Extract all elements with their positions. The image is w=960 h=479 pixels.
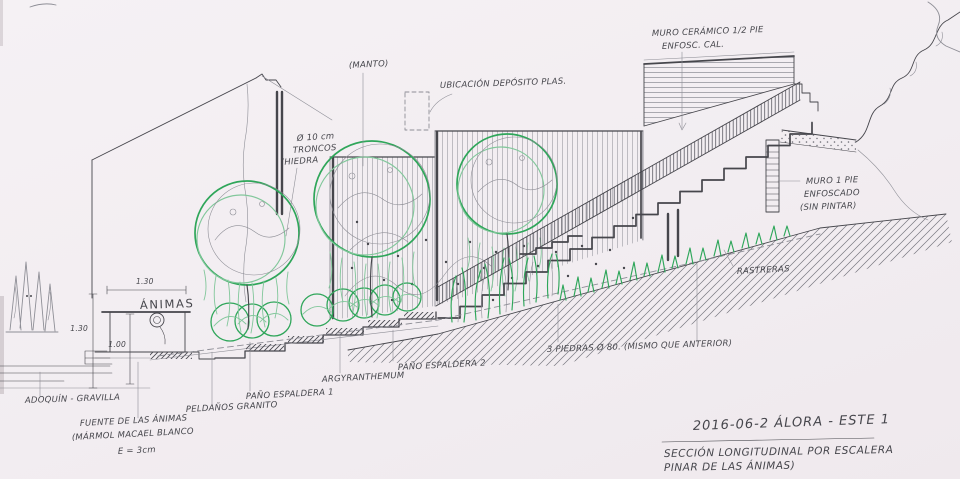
- label-hiedra: TRONCOS: [293, 143, 338, 156]
- title-date: 2016-06-2 ÁLORA - ESTE 1: [693, 411, 891, 434]
- label-fuente: E = 3cm: [118, 445, 156, 457]
- garden-terraces: [149, 282, 439, 361]
- label-deposito: UBICACIÓN DEPÓSITO PLAS.: [440, 75, 567, 91]
- title-caption: PINAR DE LAS ÁNIMAS): [664, 459, 796, 474]
- upper-wall: [643, 51, 857, 213]
- main-staircase: [435, 81, 813, 319]
- label-hiedra: Ø 10 cm: [295, 130, 334, 144]
- label-fuente: FUENTE DE LAS ÁNIMAS: [80, 411, 188, 429]
- label-muro-1pie: ENFOSCADO: [804, 188, 860, 200]
- label-adoquin: ADOQUÍN - GRAVILLA: [24, 391, 121, 406]
- label-manto: (MANTO): [349, 59, 389, 71]
- label-peldanos: PELDAÑOS GRANITO: [186, 399, 278, 415]
- label-espaldera2: PAÑO ESPALDERA 2: [398, 357, 487, 373]
- dimension-lines: 1.30 1.30 1.00: [70, 277, 187, 389]
- label-muro-ceramico: MURO CERÁMICO 1/2 PIE: [652, 23, 764, 39]
- label-planta-bed: ARGYRANTHEMUM: [321, 371, 405, 385]
- title-block: 2016-06-2 ÁLORA - ESTE 1 SECCIÓN LONGITU…: [661, 411, 894, 474]
- brick-pier: [765, 139, 780, 213]
- hillside-rocks: [855, 1, 960, 221]
- grasses: [450, 225, 791, 323]
- label-muro-1pie: (SIN PINTAR): [800, 201, 857, 213]
- agave-plants: [5, 261, 59, 333]
- label-rastreras: RASTRERAS: [737, 264, 791, 277]
- tree-canopy: [456, 133, 558, 297]
- planting-dots: [350, 216, 635, 302]
- box-bushes: [210, 282, 422, 342]
- dim-left-height: 1.30: [70, 324, 88, 333]
- lower-terrace-lines: [0, 357, 151, 389]
- top-terrace-band: [779, 129, 857, 153]
- fountain-title: ÁNIMAS: [140, 295, 195, 312]
- tree-canopy: [313, 140, 431, 319]
- label-muro-ceramico: ENFOSC. CAL.: [662, 40, 725, 52]
- fountain: ÁNIMAS: [84, 295, 216, 365]
- scan-edge-artifacts: [0, 0, 57, 394]
- trees: [194, 133, 558, 334]
- label-espaldera1: PAÑO ESPALDERA 1: [246, 386, 335, 402]
- house-gable: [91, 73, 333, 303]
- dim-fountain-width: 1.30: [136, 277, 154, 286]
- label-hiedra: (HIEDRA: [281, 155, 319, 168]
- dim-inner-height: 1.00: [108, 340, 126, 349]
- label-muro-1pie: MURO 1 PIE: [806, 175, 859, 187]
- tree-canopy: [194, 180, 301, 334]
- title-caption: SECCIÓN LONGITUDINAL POR ESCALERA: [664, 443, 894, 460]
